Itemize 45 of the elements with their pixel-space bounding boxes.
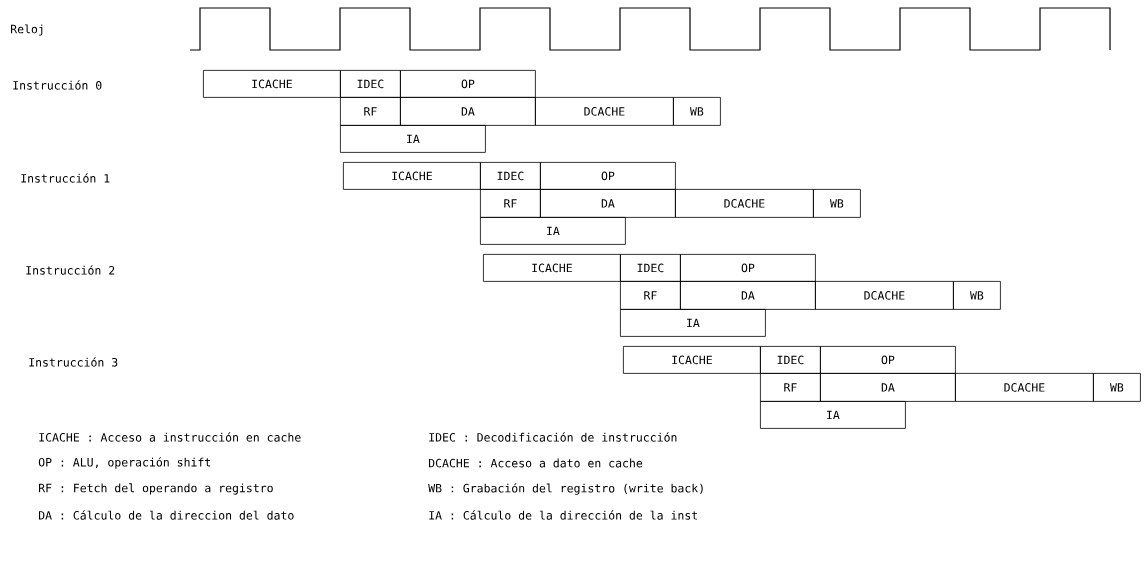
stage-box: DA: [680, 281, 816, 310]
legend-text: IA : Cálculo de la dirección de la inst: [429, 510, 698, 520]
legend-text: OP : ALU, operación shift: [38, 457, 211, 469]
stage-box: DCACHE: [815, 281, 954, 310]
instruction-label: Instrucción 1: [21, 173, 110, 183]
stage-box: OP: [540, 162, 676, 190]
stage-box: ICACHE: [623, 346, 761, 374]
instruction-label: Instrucción 0: [13, 80, 102, 90]
stage-box: ICACHE: [483, 254, 621, 282]
stage-box: WB: [673, 97, 721, 126]
legend-text: ICACHE : Acceso a instrucción en cache: [39, 432, 301, 442]
stage-box: OP: [680, 254, 816, 282]
legend-text: RF : Fetch del operando a registro: [39, 483, 273, 495]
stage-box: DA: [400, 97, 536, 126]
stage-box: DA: [820, 373, 956, 402]
stage-box: RF: [340, 97, 401, 126]
stage-box: OP: [820, 346, 956, 374]
stage-box: RF: [480, 189, 541, 218]
legend-text: DA : Cálculo de la direccion del dato: [38, 510, 294, 520]
stage-box: DCACHE: [535, 97, 674, 126]
stage-box: RF: [620, 281, 681, 310]
stage-box: OP: [400, 70, 536, 98]
stage-box: DCACHE: [675, 189, 814, 218]
stage-box: DCACHE: [955, 373, 1094, 402]
legend-text: DCACHE : Acceso a dato en cache: [428, 458, 643, 468]
stage-box: DA: [540, 189, 676, 218]
stage-box: IA: [620, 309, 766, 337]
stage-box: IDEC: [620, 254, 681, 282]
stage-box: IDEC: [760, 346, 821, 374]
instruction-label: Instrucción 3: [29, 357, 118, 367]
stage-box: IDEC: [480, 162, 541, 190]
stage-box: ICACHE: [203, 70, 341, 98]
legend-text: IDEC : Decodificación de instrucción: [429, 432, 677, 442]
stage-box: IDEC: [340, 70, 401, 98]
stage-box: WB: [1093, 373, 1141, 402]
legend-text: WB : Grabación del registro (write back): [428, 483, 703, 495]
stage-box: ICACHE: [343, 162, 481, 190]
instruction-label: Instrucción 2: [26, 265, 115, 275]
stage-box: IA: [760, 401, 906, 429]
stage-box: WB: [813, 189, 861, 218]
clock-label: Reloj: [11, 24, 43, 36]
stage-box: IA: [480, 217, 626, 245]
stage-box: RF: [760, 373, 821, 402]
stage-box: WB: [953, 281, 1001, 310]
stage-box: IA: [340, 125, 486, 153]
